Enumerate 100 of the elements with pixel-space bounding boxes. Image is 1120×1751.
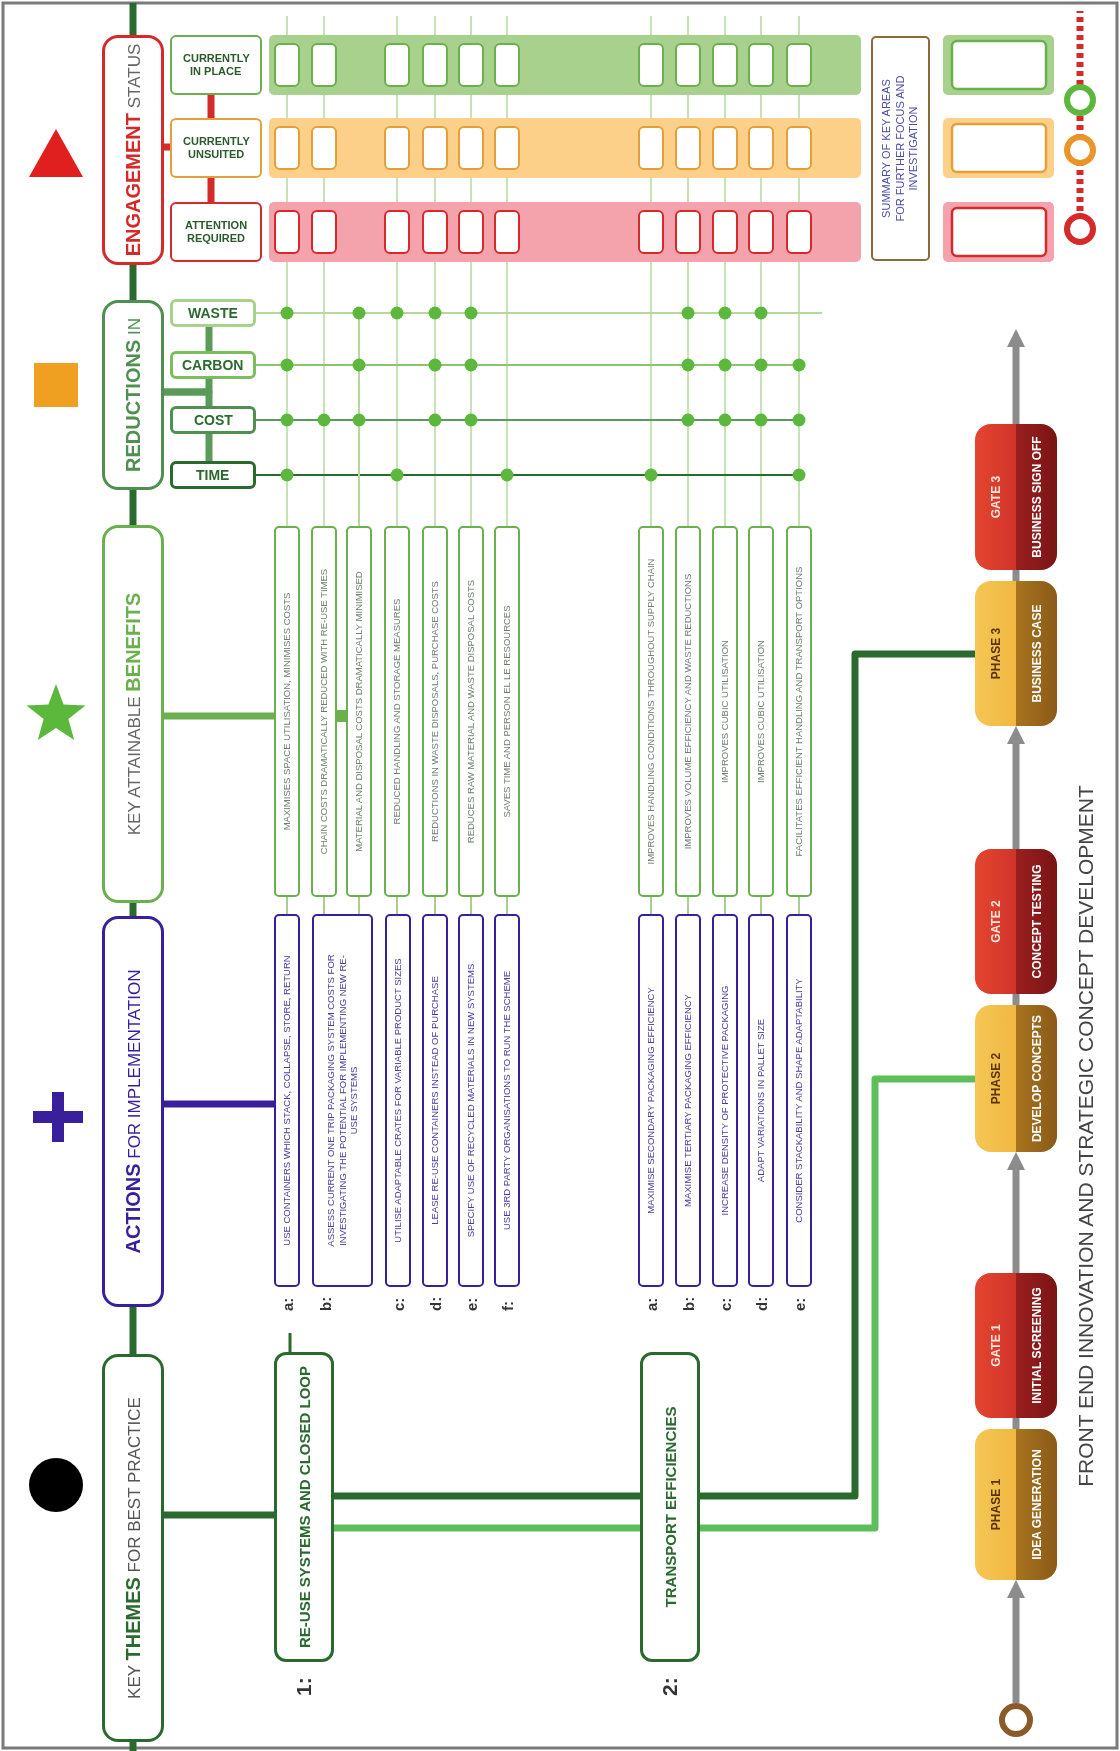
benefit-text: IMPROVES HANDLING CONDITIONS THROUGHOUT SUPPLY CHAIN (645, 557, 657, 867)
connector-line (434, 896, 436, 915)
action-box (638, 914, 664, 1287)
category-box (170, 461, 256, 489)
action-text: USE 3RD PARTY ORGANISATIONS TO RUN THE SCHEME (501, 970, 513, 1232)
heading-box (102, 916, 164, 1307)
action-box (312, 914, 373, 1287)
connector-line (334, 1524, 640, 1532)
connector-line (129, 903, 137, 916)
phase-name: IDEA GENERATION (1029, 1449, 1044, 1560)
connector-line (129, 1307, 137, 1354)
connector-line (700, 650, 975, 1500)
benefit-text: IMPROVES VOLUME EFFICIENCY AND WASTE REDUCTIONS (682, 572, 694, 852)
gate-name: INITIAL SCREENING (1029, 1287, 1044, 1404)
connector-line (164, 388, 213, 406)
category-label: TIME (196, 466, 230, 484)
connector-line (129, 490, 137, 525)
gate-number: GATE 3 (988, 475, 1003, 519)
benefit-box (274, 526, 300, 897)
benefit-box (494, 526, 520, 897)
connector-line (358, 896, 360, 915)
connector-line (255, 312, 823, 314)
connector-line (205, 327, 213, 351)
section-heading: ENGAGEMENT STATUS (121, 43, 145, 257)
benefit-box (748, 526, 774, 897)
action-box (458, 914, 484, 1287)
category-box (170, 406, 256, 434)
phase-box (975, 581, 1057, 726)
status-label: ATTENTION REQUIRED (183, 219, 249, 245)
action-box (786, 914, 812, 1287)
item-letter: e: (461, 1297, 481, 1311)
benefit-box (638, 526, 664, 897)
benefit-text: IMPROVES CUBIC UTILISATION (719, 639, 731, 785)
heading-box (102, 35, 164, 265)
benefit-text: SAVES TIME AND PERSON EL LE RESOURCES (501, 604, 513, 820)
phase-box (975, 1005, 1057, 1152)
category-box (170, 351, 256, 379)
heading-box (102, 300, 164, 490)
status-label: CURRENTLY UNSUITED (181, 135, 251, 161)
connector-line (396, 896, 398, 915)
section-heading: ACTIONS FOR IMPLEMENTATION (121, 969, 145, 1254)
section-heading: KEY ATTAINABLE BENEFITS (121, 592, 145, 836)
item-letter: a: (641, 1297, 661, 1311)
gate-name: BUSINESS SIGN OFF (1029, 436, 1044, 558)
note-text: SUMMARY OF KEY AREAS FOR FURTHER FOCUS AND INVESTIGATION (879, 74, 921, 224)
section-heading: REDUCTIONS IN (121, 318, 145, 472)
theme-box (274, 1352, 334, 1662)
action-text: SPECIFY USE OF RECYCLED MATERIALS IN NEW SYSTEMS (465, 962, 477, 1240)
category-label: CARBON (182, 356, 244, 374)
connector-line (207, 178, 215, 202)
item-letter: d: (425, 1296, 445, 1311)
benefit-text: MAXIMISES SPACE UTILISATION, MINIMISES COSTS (281, 591, 293, 833)
action-box (494, 914, 520, 1287)
connector-line (798, 896, 800, 915)
benefit-text: MATERIAL AND DISPOSAL COSTS DRAMATICALLY MINIMISED (353, 570, 365, 854)
connector-line (470, 896, 472, 915)
theme-label: TRANSPORT EFFICIENCIES (661, 1405, 679, 1610)
connector-line (164, 1511, 274, 1519)
section-heading: KEY THEMES FOR BEST PRACTICE (121, 1397, 145, 1699)
phase-name: DEVELOP CONCEPTS (1029, 1014, 1044, 1143)
start-ring (999, 1703, 1033, 1737)
action-text: MAXIMISE SECONDARY PACKAGING EFFICIENCY (645, 986, 657, 1216)
gate-number: GATE 2 (988, 900, 1003, 943)
phase-number: PHASE 3 (988, 627, 1003, 680)
item-letter: b: (678, 1296, 698, 1311)
action-text: MAXIMISE TERTIARY PACKAGING EFFICIENCY (682, 993, 694, 1209)
phase-box (975, 1429, 1057, 1580)
connector-line (1012, 570, 1020, 581)
action-text: CONSIDER STACKABILITY AND SHAPE ADAPTABILITY (793, 977, 805, 1225)
item-letter: b: (315, 1296, 335, 1311)
benefit-text: FACILITATES EFFICIENT HANDLING AND TRANSPORT OPTIONS (793, 565, 805, 859)
item-letter: e: (789, 1297, 809, 1311)
benefit-text: REDUCED HANDLING AND STORAGE MEASURES (391, 597, 403, 827)
category-label: WASTE (188, 304, 238, 322)
action-text: ASSESS CURRENT ONE TRIP PACKAGING SYSTEM COSTS FOR INVESTIGATING THE POTENTIAL FOR IMPLEMENTING NEW RE-USE SYSTEMS (325, 953, 360, 1249)
heading-box (102, 1354, 164, 1742)
benefit-box (458, 526, 484, 897)
action-box (712, 914, 738, 1287)
status-box (170, 202, 262, 262)
heading-box (102, 525, 164, 903)
benefit-box (346, 526, 372, 897)
benefit-text: REDUCES RAW MATERIAL AND WASTE DISPOSAL COSTS (465, 578, 477, 846)
arrow (1007, 1152, 1025, 1273)
connector-line (506, 896, 508, 915)
category-box (170, 299, 256, 327)
connector-line (129, 265, 137, 300)
phase-number: PHASE 1 (988, 1478, 1003, 1531)
status-label: CURRENTLY IN PLACE (181, 52, 251, 78)
item-letter: a: (277, 1297, 297, 1311)
note-box (871, 36, 930, 261)
connector-line (205, 434, 213, 461)
connector-line (1012, 1418, 1020, 1429)
connector-line (164, 712, 274, 720)
benefit-text: REDUCTIONS IN WASTE DISPOSALS, PURCHASE COSTS (429, 580, 441, 844)
item-letter: 1: (291, 1677, 316, 1696)
benefit-box (384, 526, 410, 897)
connector-line (334, 1492, 640, 1500)
item-letter: d: (751, 1296, 771, 1311)
benefit-box (311, 526, 337, 897)
item-letter: c: (388, 1297, 408, 1311)
